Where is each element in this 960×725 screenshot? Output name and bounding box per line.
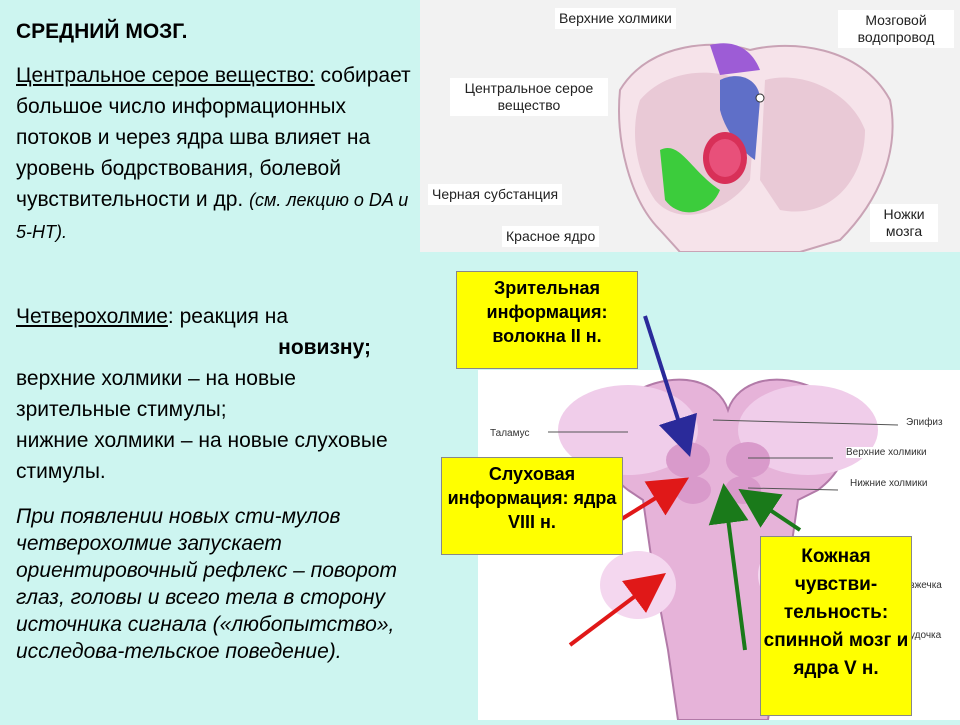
slide-title: СРЕДНИЙ МОЗГ. <box>16 20 188 43</box>
superior-line: верхние холмики – на новые зрительные ст… <box>16 367 296 421</box>
auditory-arrow-2 <box>568 573 666 647</box>
label-cerebellum-partial: зжечка <box>910 580 942 591</box>
orienting-reflex-paragraph: При появлении новых сти-мулов четверохол… <box>16 505 397 663</box>
midbrain-section-image: Верхние холмики Мозговой водопровод Цент… <box>420 0 960 253</box>
visual-arrow <box>643 315 697 458</box>
label-inferior-colliculi: Нижние холмики <box>850 478 928 489</box>
label-superior-colliculi: Верхние холмики <box>555 8 676 29</box>
label-red-nucleus: Красное ядро <box>502 226 600 247</box>
skin-arrow-2 <box>738 488 802 532</box>
skin-arrow-1 <box>708 483 749 651</box>
label-thalamus: Таламус <box>490 428 530 439</box>
gray-matter-ref: (см. лекцию о DA и 5-HT). <box>16 190 409 242</box>
label-central-gray: Центральное серое вещество <box>450 78 608 116</box>
auditory-info-box: Слуховая информация: ядра VIII н. <box>441 457 623 555</box>
gray-matter-text: собирает большое число информационных по… <box>16 64 411 211</box>
quadrigemina-text: : реакция на <box>167 305 289 328</box>
label-aqueduct: Мозговой водопровод <box>838 10 954 48</box>
label-medulla-partial: удочка <box>910 630 942 641</box>
quadrigemina-paragraph: Четверохолмие: реакция на новизну; верхн… <box>16 301 411 487</box>
novelty-word: новизну; <box>278 336 371 359</box>
left-text-panel: СРЕДНИЙ МОЗГ. Центральное серое вещество… <box>0 0 420 720</box>
visual-info-box: Зрительная информация: волокна II н. <box>456 271 638 369</box>
label-substantia-nigra: Черная субстанция <box>428 184 563 205</box>
inferior-line: нижние холмики – на новые слуховые стиму… <box>16 429 388 483</box>
label-superior-colliculi-bottom: Верхние холмики <box>846 447 927 458</box>
label-peduncles: Ножки мозга <box>870 204 938 242</box>
label-pineal: Эпифиз <box>906 417 943 428</box>
skin-info-box: Кожная чувстви-тельность: спинной мозг и… <box>760 536 912 716</box>
quadrigemina-term: Четверохолмие <box>16 305 168 328</box>
midbrain-section-svg <box>618 43 894 253</box>
gray-matter-paragraph: Центральное серое вещество: собирает бол… <box>16 60 411 248</box>
gray-matter-term: Центральное серое вещество: <box>16 64 315 87</box>
auditory-arrow <box>618 477 690 522</box>
